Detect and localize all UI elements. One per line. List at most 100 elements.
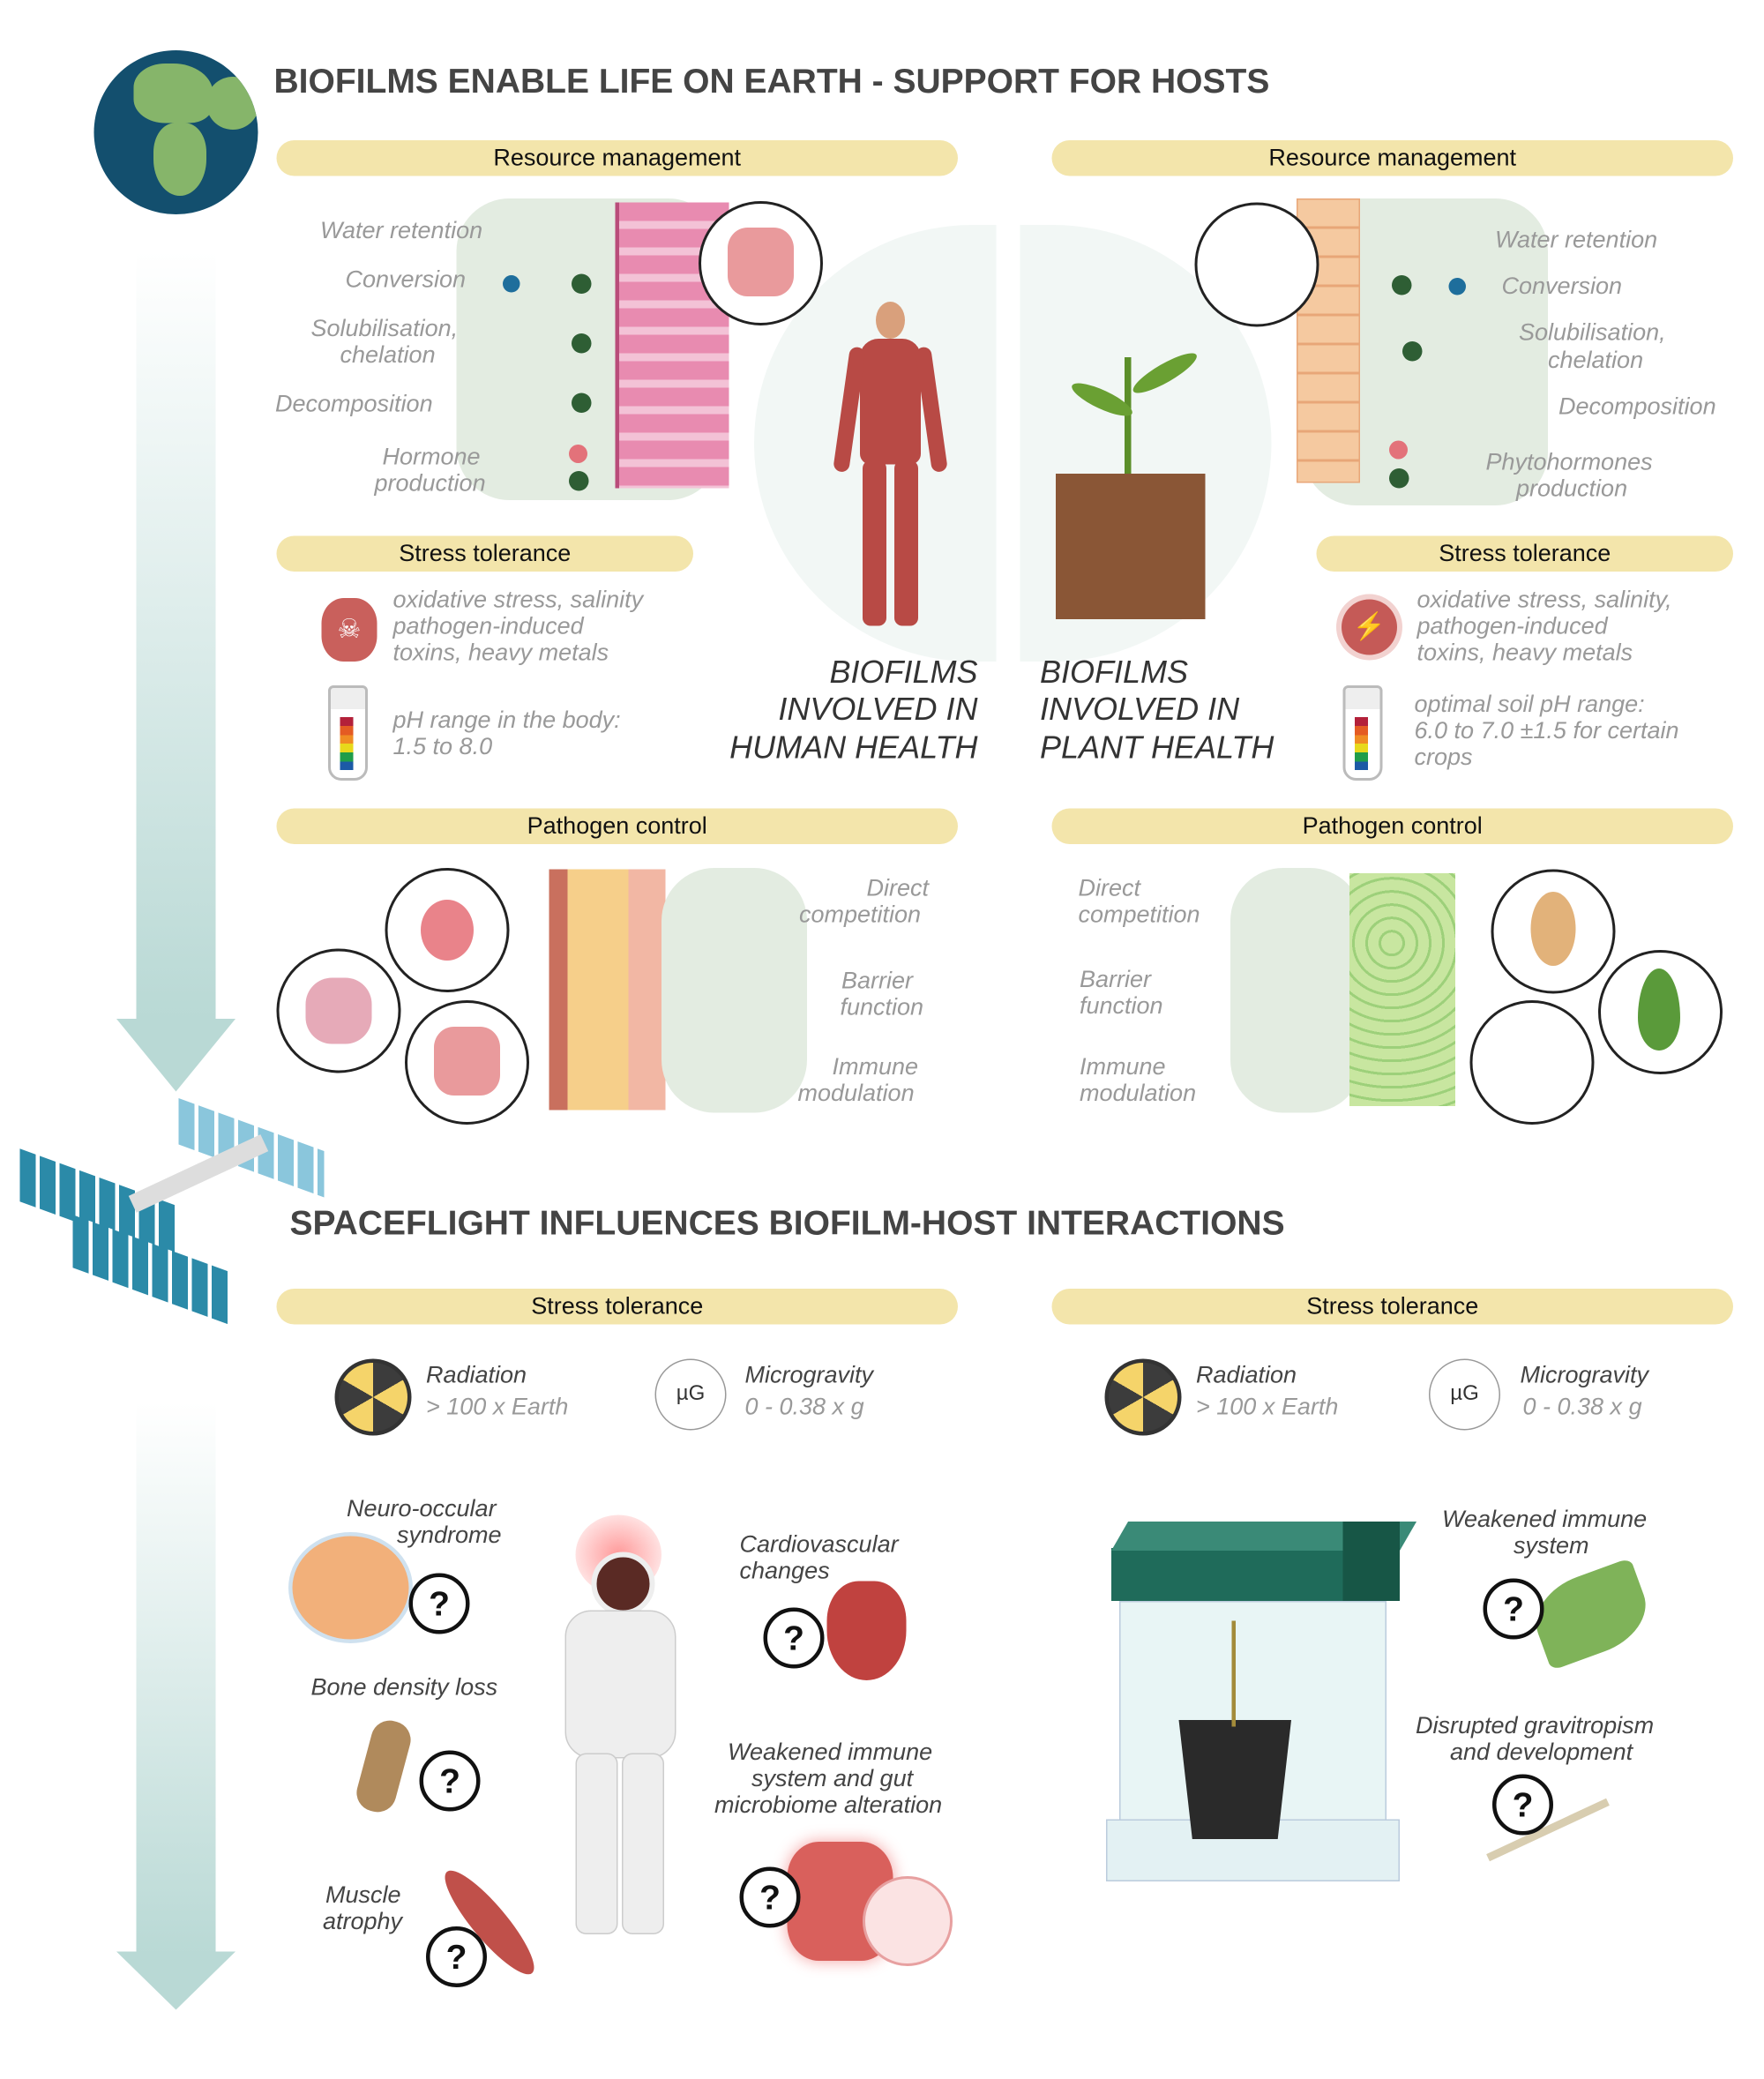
plant-health-label-2: INVOLVED IN [1040,692,1240,729]
soil-ph-test-tube-icon [1342,685,1383,781]
plant-stress-text-1: oxidative stress, salinity, [1416,586,1672,613]
plant-ph-text-1: optimal soil pH range: [1414,691,1645,717]
plant-direct-label: Direct [1078,874,1141,901]
radiation-label-2: Radiation [1196,1361,1297,1388]
radiation-icon [334,1358,412,1436]
seed-icon-circle [1491,869,1616,994]
question-icon-bone: ? [419,1750,481,1812]
muscle-atrophy-label-1: Muscle [325,1881,401,1908]
plant-immune-label-2: system [1514,1532,1589,1559]
microgravity-icon-2: µG [1429,1358,1500,1431]
eye-illustration [288,1532,413,1643]
microbiome-circle [863,1876,953,1966]
human-health-label-2: INVOLVED IN [778,692,978,729]
intestine-icon-circle [699,201,823,325]
diseased-leaf-illustration [1524,1557,1658,1671]
conversion-label: Conversion [345,265,467,293]
plant-pathogen-biofilm [1230,868,1363,1113]
plant-stress-tolerance-header: Stress tolerance [1316,535,1733,572]
lungs-icon-circle [276,948,401,1073]
mouth-icon-circle [385,868,510,992]
space-plant-stress-tolerance-header: Stress tolerance [1051,1289,1733,1325]
flow-arrow-head [116,1019,235,1092]
decomposition-label: Decomposition [275,390,433,417]
plant-solubilisation-label: Solubilisation, [1519,318,1666,346]
plant-health-label-1: BIOFILMS [1040,654,1189,692]
microgravity-icon: µG [654,1358,727,1431]
plant-health-label-3: PLANT HEALTH [1040,730,1274,767]
human-health-label-1: BIOFILMS [829,654,978,692]
ph-test-tube-icon [328,685,368,781]
neuro-ocular-label-1: Neuro-occular [347,1495,497,1522]
flow-arrow-shaft [136,251,216,1019]
root-icon-circle-2 [1469,1000,1595,1125]
phytohormones-label: Phytohormones [1485,448,1653,475]
plant-water-retention-label: Water retention [1495,226,1658,253]
plant-chelation-label: chelation [1548,347,1644,373]
human-resource-management-header: Resource management [276,140,958,176]
plant-soil-illustration [1056,344,1208,622]
plant-stress-text-2: pathogen-induced [1416,612,1608,639]
human-function-label: function [840,993,924,1021]
human-competition-label: competition [799,901,922,928]
micro-g-symbol: µG [676,1382,706,1406]
root-icon-circle [1194,202,1319,327]
plant-pathogen-control-header: Pathogen control [1051,808,1733,844]
gravitropism-label-1: Disrupted gravitropism [1416,1712,1655,1739]
oxidative-stress-lightning-icon: ⚡ [1342,599,1397,655]
question-icon-roots: ? [1492,1774,1553,1836]
leaf-tissue-illustration [1349,873,1455,1106]
plant-conversion-label: Conversion [1501,273,1623,299]
microgravity-value-2: 0 - 0.38 x g [1522,1393,1642,1420]
plant-growth-chamber-illustration [1106,1508,1417,1881]
radiation-icon-2 [1104,1358,1182,1436]
skin-layer-illustration [549,869,666,1111]
plant-production-label: production [1516,475,1628,502]
microgravity-label: Microgravity [744,1361,874,1388]
question-icon-muscle: ? [426,1926,487,1987]
human-pathogen-control-header: Pathogen control [276,808,958,844]
section-title-spaceflight: SPACEFLIGHT INFLUENCES BIOFILM-HOST INTE… [289,1202,1285,1243]
astronaut-illustration [549,1514,689,1939]
human-direct-label: Direct [866,874,930,901]
intestine-icon-circle-2 [405,1000,529,1125]
immune-gut-label-2: system and gut [751,1765,914,1791]
plant-barrier-label: Barrier [1080,966,1152,992]
human-pathogen-biofilm [662,868,807,1113]
hormone-label: Hormone [382,443,481,470]
microgravity-value: 0 - 0.38 x g [744,1393,864,1420]
immune-gut-label-1: Weakened immune [728,1739,933,1765]
water-retention-label: Water retention [320,217,483,243]
section-title-earth: BIOFILMS ENABLE LIFE ON EARTH - SUPPORT … [273,61,1270,101]
human-stress-text-1: oxidative stress, salinity [392,586,644,613]
plant-decomposition-label: Decomposition [1558,393,1716,420]
cardiovascular-label-1: Cardiovascular [739,1530,899,1558]
plant-immune-label: Immune [1080,1053,1166,1080]
neuro-ocular-label-2: syndrome [397,1522,502,1548]
muscle-atrophy-label-2: atrophy [323,1908,403,1934]
plant-resource-management-header: Resource management [1051,140,1733,176]
production-label: production [374,469,486,497]
plant-competition-label: competition [1078,901,1200,928]
human-immune-label: Immune [832,1053,919,1080]
plant-ph-text-3: crops [1414,744,1473,770]
human-ph-text-2: 1.5 to 8.0 [392,733,493,759]
question-icon-leaf: ? [1483,1578,1544,1640]
solubilisation-label: Solubilisation, [310,315,459,341]
human-ph-text-1: pH range in the body: [392,707,621,733]
bone-illustration [352,1716,415,1817]
human-stress-text-3: toxins, heavy metals [392,639,609,666]
question-icon-eye: ? [408,1573,470,1634]
flow-arrow-head-2 [116,1951,235,2010]
micro-g-symbol-2: µG [1450,1382,1479,1406]
plant-immune-label-1: Weakened immune [1442,1506,1648,1532]
microgravity-label-2: Microgravity [1520,1361,1649,1388]
chelation-label: chelation [340,341,436,368]
human-modulation-label: modulation [797,1080,915,1106]
leaf-icon-circle [1598,950,1723,1074]
human-health-label-3: HUMAN HEALTH [729,730,978,767]
question-icon-heart: ? [763,1607,825,1669]
cardiovascular-label-2: changes [739,1557,830,1584]
toxin-skull-icon: ☠ [321,598,377,662]
radiation-value: > 100 x Earth [426,1393,569,1420]
